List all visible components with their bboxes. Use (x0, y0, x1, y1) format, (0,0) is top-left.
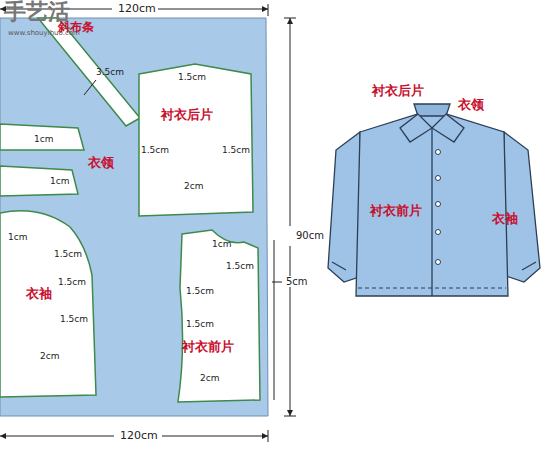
part-label: 衬衣后片 (372, 84, 424, 98)
piece-outline (135, 62, 257, 224)
dimension: 120cm (116, 3, 158, 15)
piece-name: 衬衣前片 (182, 338, 234, 356)
seam-allowance: 1.5cm (222, 146, 250, 156)
seam-allowance: 2cm (200, 374, 219, 384)
seam-allowance: 2cm (184, 182, 203, 192)
seam-allowance: 1.5cm (54, 250, 82, 260)
piece-name: 衣袖 (26, 285, 52, 303)
dimension: 120cm (118, 430, 160, 442)
piece-name: 衬衣后片 (161, 106, 213, 124)
seam-allowance: 1cm (50, 177, 69, 187)
piece-name: 衣领 (88, 156, 114, 170)
seam-allowance: 1.5cm (60, 315, 88, 325)
seam-allowance: 1.5cm (178, 73, 206, 83)
seam-allowance: 1.5cm (141, 146, 169, 156)
dimension: 90cm (294, 230, 326, 241)
part-label: 衣领 (458, 98, 484, 112)
seam-allowance: 1.5cm (58, 278, 86, 288)
dimension: 5cm (284, 276, 310, 287)
seam-allowance: 3.5cm (96, 68, 124, 78)
piece-name: 斜布条 (58, 21, 94, 34)
seam-allowance: 1cm (8, 233, 27, 243)
seam-allowance: 1cm (212, 240, 231, 250)
seam-allowance: 1.5cm (186, 320, 214, 330)
back-piece: 衬衣后片 (135, 62, 257, 224)
seam-allowance: 1.5cm (226, 262, 254, 272)
seam-allowance: 1cm (34, 135, 53, 145)
part-label: 衬衣前片 (370, 204, 422, 218)
seam-allowance: 2cm (40, 352, 59, 362)
seam-allowance: 1.5cm (186, 287, 214, 297)
part-label: 衣袖 (492, 212, 518, 226)
